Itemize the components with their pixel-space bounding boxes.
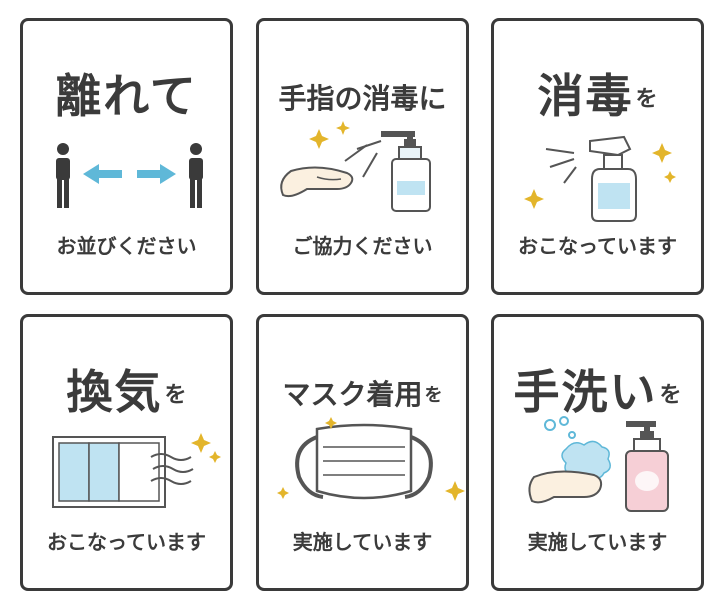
sign-card-disinfection: 消毒を おこなっています	[491, 18, 704, 295]
card-title: マスク着用を	[282, 378, 443, 411]
card-title: 手洗いを	[513, 365, 682, 419]
card-subtitle: 実施しています	[527, 530, 668, 554]
spray-bottle-icon	[524, 135, 676, 222]
card-subtitle: お並びください	[56, 234, 197, 258]
sign-card-mask: マスク着用を 実施しています	[256, 314, 469, 591]
card-subtitle: 実施しています	[292, 530, 433, 554]
hand-sanitizer-icon	[280, 121, 431, 212]
card-subtitle: おこなっています	[518, 234, 677, 258]
card-title: 消毒を	[537, 69, 658, 123]
sign-card-hand-sanitizer: 手指の消毒に ご協力ください	[256, 18, 469, 295]
card-title: 離れて	[55, 69, 198, 123]
card-title: 手指の消毒に	[278, 82, 447, 115]
face-mask-icon	[277, 417, 465, 501]
sign-card-ventilation: 換気を おこなっています	[20, 314, 233, 591]
card-subtitle: おこなっています	[47, 530, 206, 554]
card-subtitle: ご協力ください	[292, 234, 433, 258]
window-ventilation-icon	[52, 433, 221, 508]
card-title: 換気を	[66, 365, 187, 419]
sign-card-keep-distance: 離れて お並びください	[20, 18, 233, 295]
hand-washing-icon	[528, 416, 669, 512]
sign-card-hand-washing: 手洗いを 実施しています	[491, 314, 704, 591]
social-distance-icon	[56, 143, 203, 208]
